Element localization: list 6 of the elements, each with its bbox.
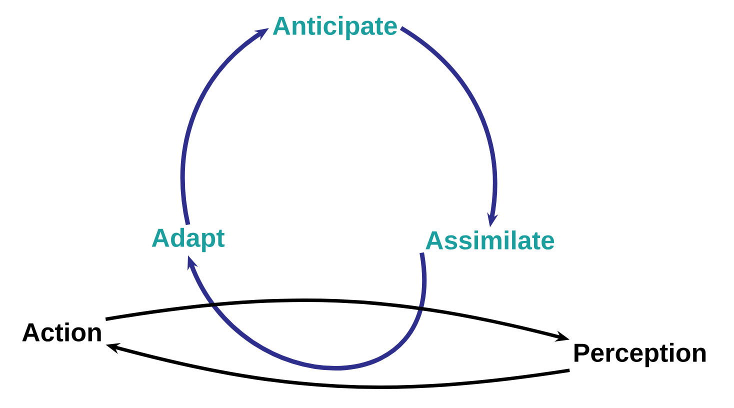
arrow xyxy=(188,252,426,370)
cycle-label: Assimilate xyxy=(426,230,554,250)
cycle-label: Anticipate xyxy=(272,16,397,40)
cycle-label: Action xyxy=(22,322,101,342)
cycle-label: Perception xyxy=(574,342,706,368)
cycle-label: Adapt xyxy=(152,228,225,252)
